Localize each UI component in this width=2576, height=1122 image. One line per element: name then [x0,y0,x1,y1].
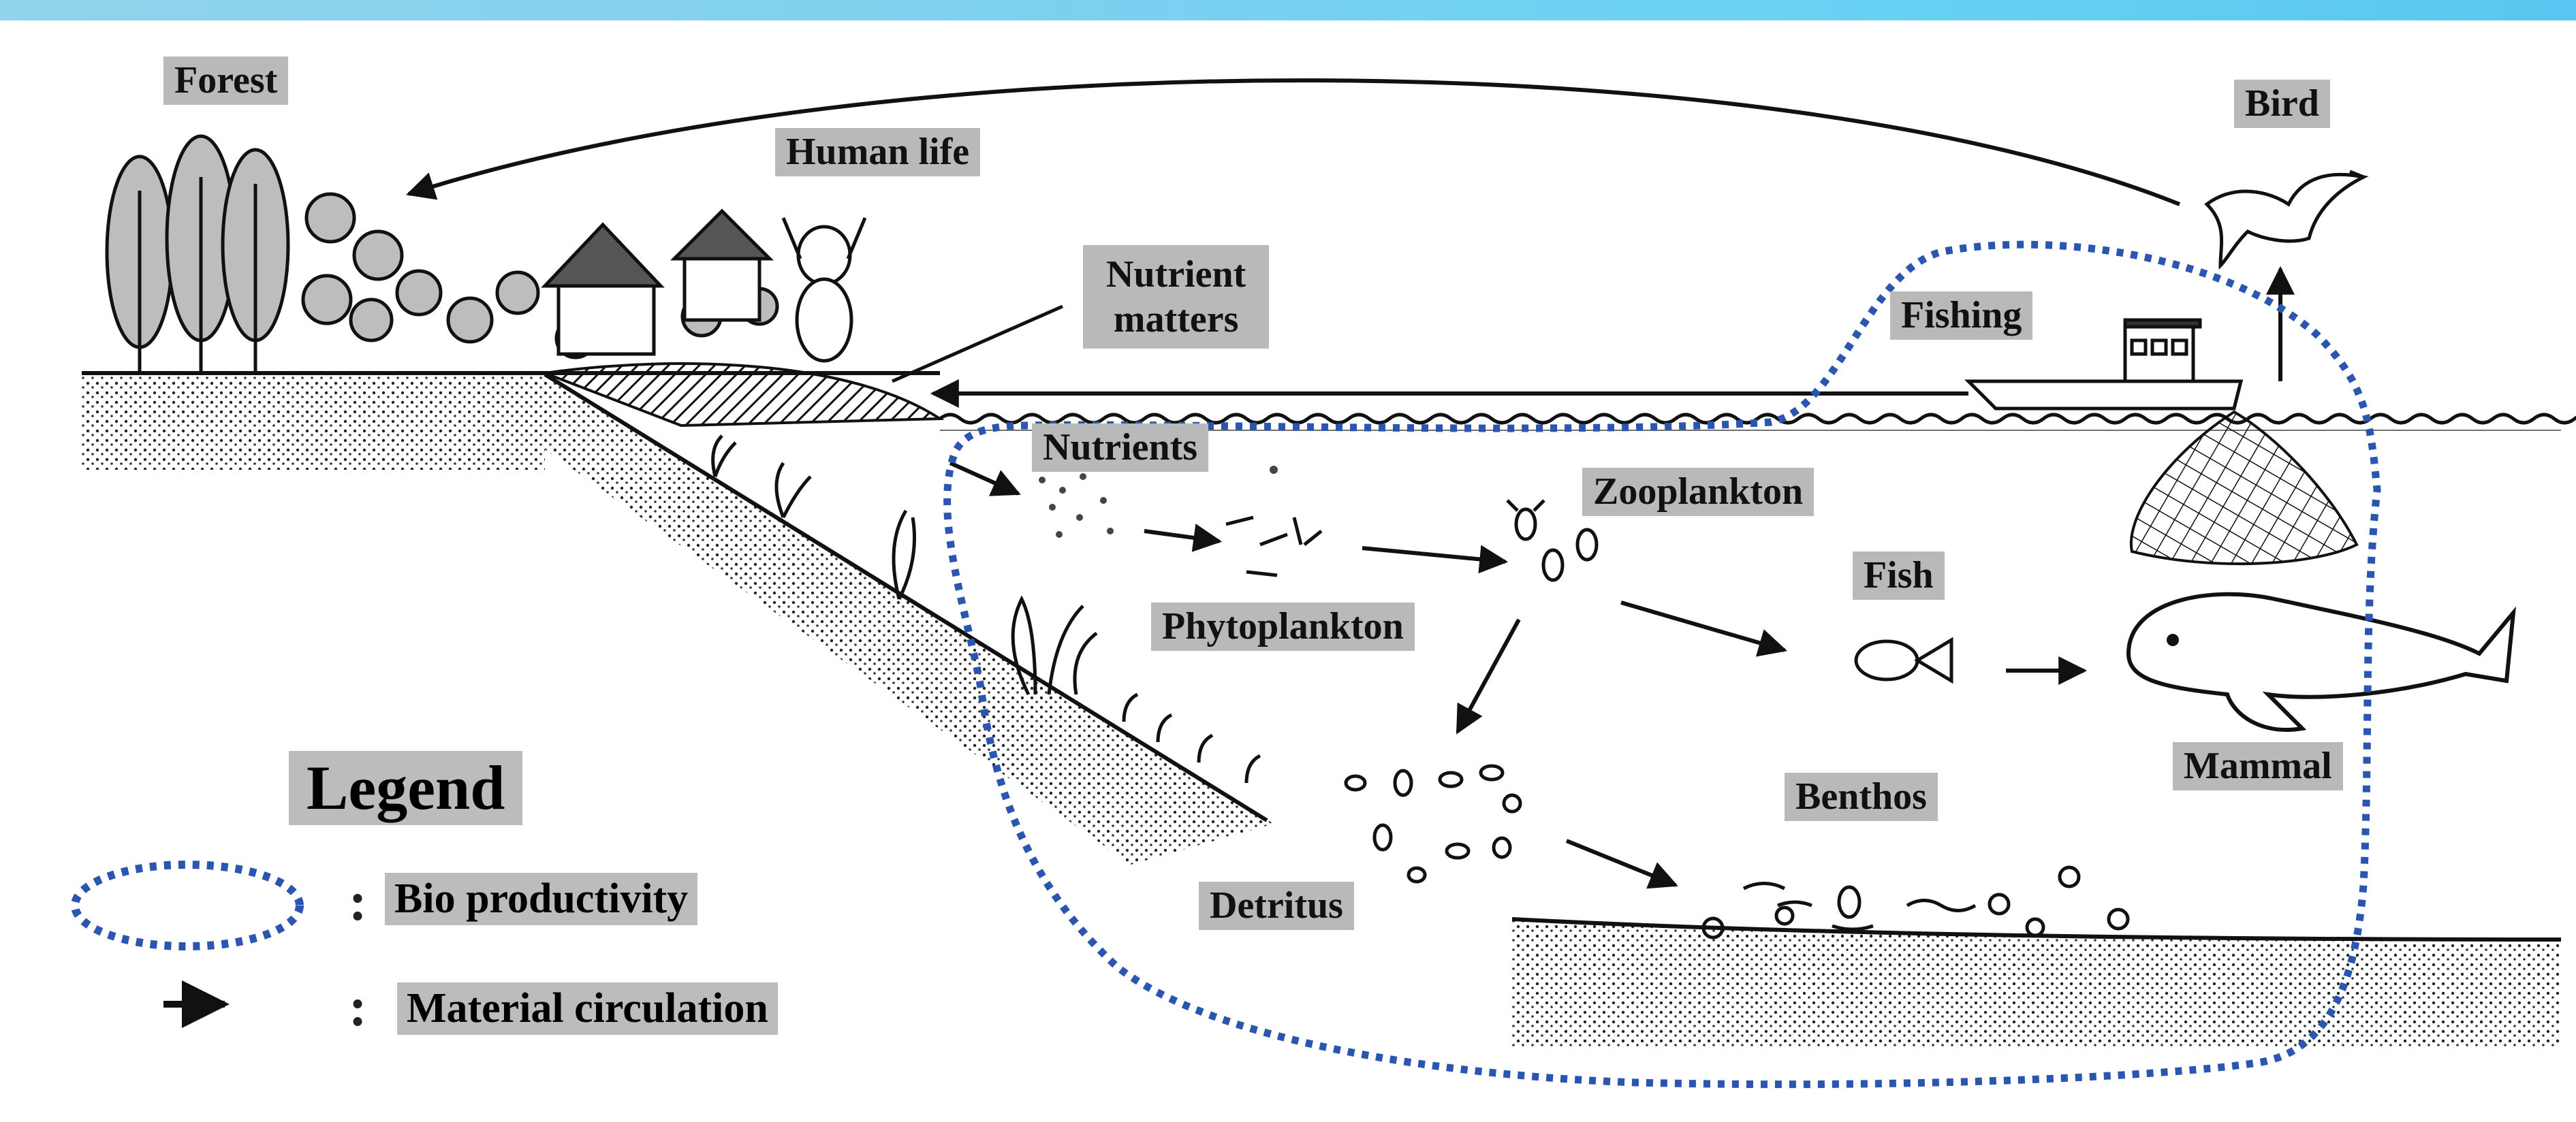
phytoplankton-organisms [1226,517,1321,575]
fishing-net [2131,412,2357,564]
label-nutrients: Nutrients [1032,423,1208,472]
nutrient-matters-pointer [892,306,1063,381]
bird-drawing [2207,172,2363,266]
label-forest: Forest [163,57,288,105]
water-surface [940,415,2576,423]
label-phytoplankton: Phytoplankton [1151,603,1415,651]
legend-bio-productivity-label: Bio productivity [385,873,697,925]
label-zooplankton: Zooplankton [1582,468,1814,516]
arrow-bird-to-forest [409,80,2180,204]
fish-drawing [1856,640,1951,681]
sea-bottom [1512,919,2561,1048]
legend-separator: : [349,871,367,933]
legend-title: Legend [289,751,522,825]
label-benthos: Benthos [1785,773,1938,821]
label-human-life: Human life [775,128,980,176]
detritus-particles [1346,766,1520,882]
mammal-drawing [2129,594,2513,730]
legend-material-circulation-label: Material circulation [397,982,778,1035]
label-fishing: Fishing [1890,291,2032,340]
human-figure [783,218,865,361]
houses [545,211,770,354]
label-nutrient-matters: Nutrient matters [1083,245,1269,349]
legend-bio-productivity-icon [75,865,300,946]
label-fish: Fish [1853,551,1945,600]
legend-separator: : [349,977,367,1039]
benthos-organisms [1703,867,2128,937]
label-mammal: Mammal [2173,742,2343,790]
label-bird: Bird [2234,80,2330,128]
nutrient-particles [1039,466,1278,538]
label-detritus: Detritus [1199,882,1354,930]
